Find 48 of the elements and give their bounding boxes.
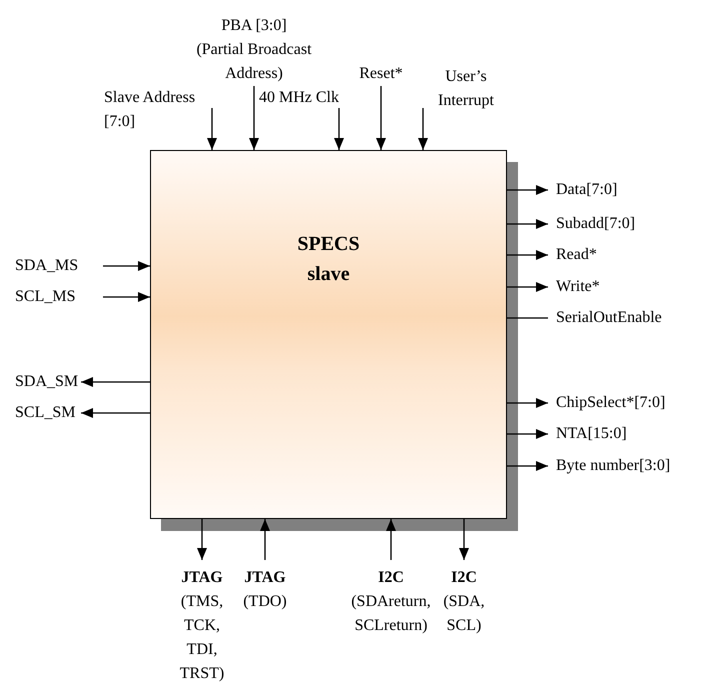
bus-name: JTAG: [180, 568, 224, 588]
signal-label: (TMS, TCK, TDI, TRST): [178, 592, 226, 684]
signal-label: Subadd[7:0]: [556, 214, 636, 234]
signal-arrow: [81, 377, 150, 387]
signal-label: ChipSelect*[7:0]: [556, 393, 666, 413]
bus-name: JTAG: [243, 568, 287, 588]
signal-arrow: [507, 185, 548, 195]
signal-label: SDA_SM: [15, 372, 80, 392]
signal-line: [507, 317, 548, 319]
signal-label: SerialOutEnable: [556, 308, 663, 328]
signal-arrow: [507, 429, 548, 439]
signal-label: Read*: [556, 245, 598, 265]
signal-arrow: [249, 86, 259, 150]
signal-arrow: [81, 408, 150, 418]
signal-arrow: [386, 519, 396, 560]
signal-label: NTA[15:0]: [556, 424, 628, 444]
signal-label: SCL_SM: [15, 403, 76, 423]
signal-arrow: [507, 250, 548, 260]
signal-label: Reset*: [358, 64, 404, 84]
chip-block: [150, 150, 507, 519]
signal-arrow: [507, 461, 548, 471]
signal-arrow: [103, 261, 150, 271]
signal-arrow: [197, 519, 207, 560]
signal-arrow: [507, 219, 548, 229]
signal-arrow: [207, 108, 217, 150]
signal-label: (SDA, SCL): [442, 592, 486, 636]
signal-label: Byte number[3:0]: [556, 456, 672, 476]
signal-arrow: [103, 292, 150, 302]
signal-label: Write*: [556, 277, 601, 297]
signal-label: (TDO): [242, 592, 288, 612]
signal-label: 40 MHz Clk: [258, 88, 339, 108]
signal-arrow: [260, 519, 270, 560]
signal-label: PBA [3:0]: [220, 16, 288, 36]
signal-label: SDA_MS: [15, 256, 80, 276]
signal-arrow: [459, 519, 469, 560]
block-title: SPECS slave: [296, 232, 361, 287]
bus-name: I2C: [377, 568, 405, 588]
signal-label: User’s Interrupt: [437, 67, 495, 111]
signal-label: Data[7:0]: [556, 180, 618, 200]
bus-name: I2C: [450, 568, 478, 588]
signal-arrow: [418, 108, 428, 150]
signal-label: Slave Address [7:0]: [104, 88, 196, 132]
signal-label: SCL_MS: [15, 287, 76, 307]
signal-arrow: [507, 398, 548, 408]
signal-arrow: [376, 86, 386, 150]
signal-label: (Partial Broadcast Address): [195, 40, 313, 84]
signal-arrow: [507, 282, 548, 292]
signal-arrow: [334, 108, 344, 150]
